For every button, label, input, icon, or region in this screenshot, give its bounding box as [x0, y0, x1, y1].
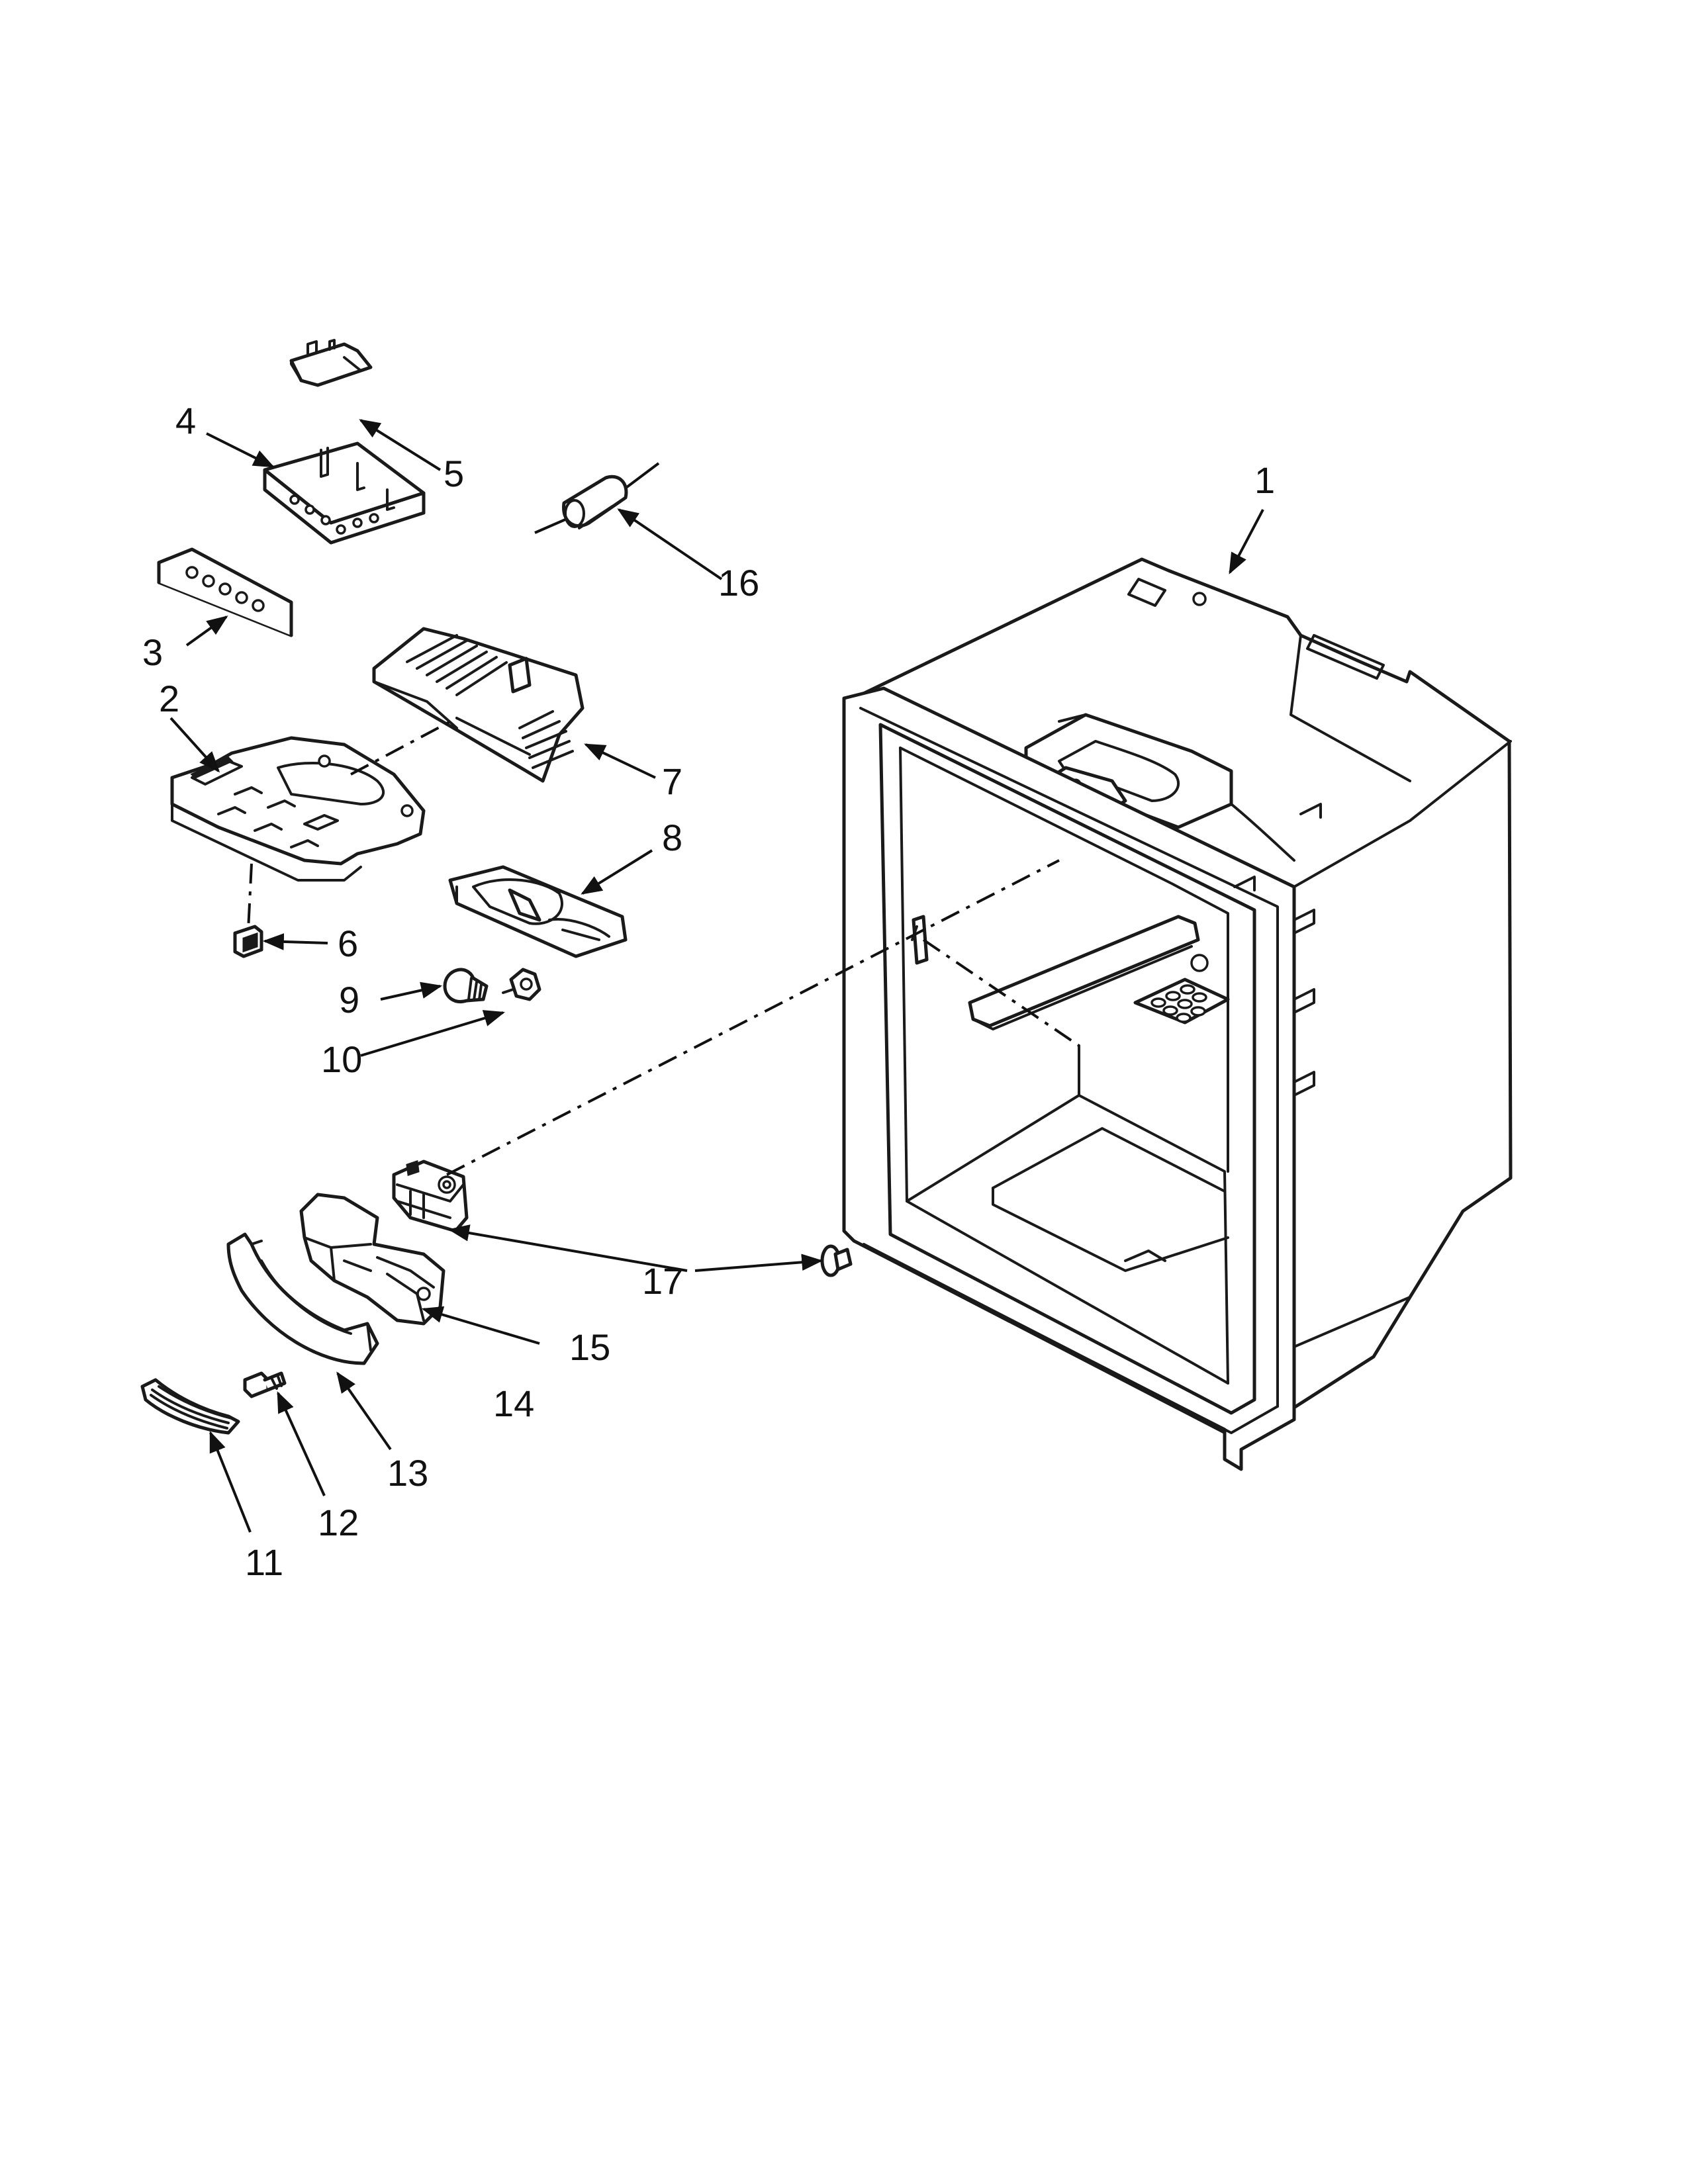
callout-9: 9	[339, 979, 359, 1021]
part-2-light-housing	[170, 736, 426, 882]
part-7-ribs	[406, 634, 574, 769]
callout-labels: 1 2 3 4 5 6 7 8 9 10 11 12 13 14 15 16 1…	[142, 400, 1275, 1583]
assembly-lines	[247, 717, 1080, 1176]
callout-13: 13	[387, 1452, 428, 1494]
vent-holes	[1150, 984, 1207, 1023]
callout-7: 7	[662, 760, 682, 802]
part-15-valve	[392, 1160, 469, 1233]
part-12-screw	[243, 1371, 287, 1398]
callout-6: 6	[338, 923, 358, 964]
part-4-control-housing	[263, 441, 426, 545]
part-4-holes	[289, 494, 379, 535]
part-1-liner	[842, 557, 1513, 1471]
callout-12: 12	[318, 1502, 359, 1543]
callout-10: 10	[321, 1038, 362, 1080]
part-11-trim	[140, 1378, 240, 1435]
callout-3: 3	[142, 631, 163, 673]
callout-8: 8	[662, 817, 682, 858]
callout-17: 17	[642, 1260, 683, 1302]
callout-2: 2	[159, 678, 179, 719]
part-5-bracket	[289, 339, 373, 387]
callout-15: 15	[569, 1326, 610, 1368]
part-6-switch	[233, 925, 263, 958]
part-16-connector	[534, 462, 660, 534]
callout-5: 5	[444, 453, 464, 494]
part-7-air-duct-cover	[372, 627, 585, 783]
part-9-bulb	[443, 968, 489, 1003]
callout-4: 4	[175, 400, 196, 441]
callout-1: 1	[1254, 459, 1275, 501]
part-17-screw	[820, 1244, 853, 1277]
part-3-holes	[185, 566, 265, 612]
part-8-light-shield	[448, 865, 628, 958]
callout-11: 11	[245, 1541, 283, 1583]
callout-14: 14	[493, 1383, 534, 1424]
part-3-overlay	[157, 547, 293, 637]
leader-arrows	[169, 419, 1264, 1533]
part-10-socket	[502, 968, 541, 1001]
callout-16: 16	[718, 562, 759, 604]
part-13-cover	[226, 1232, 379, 1365]
